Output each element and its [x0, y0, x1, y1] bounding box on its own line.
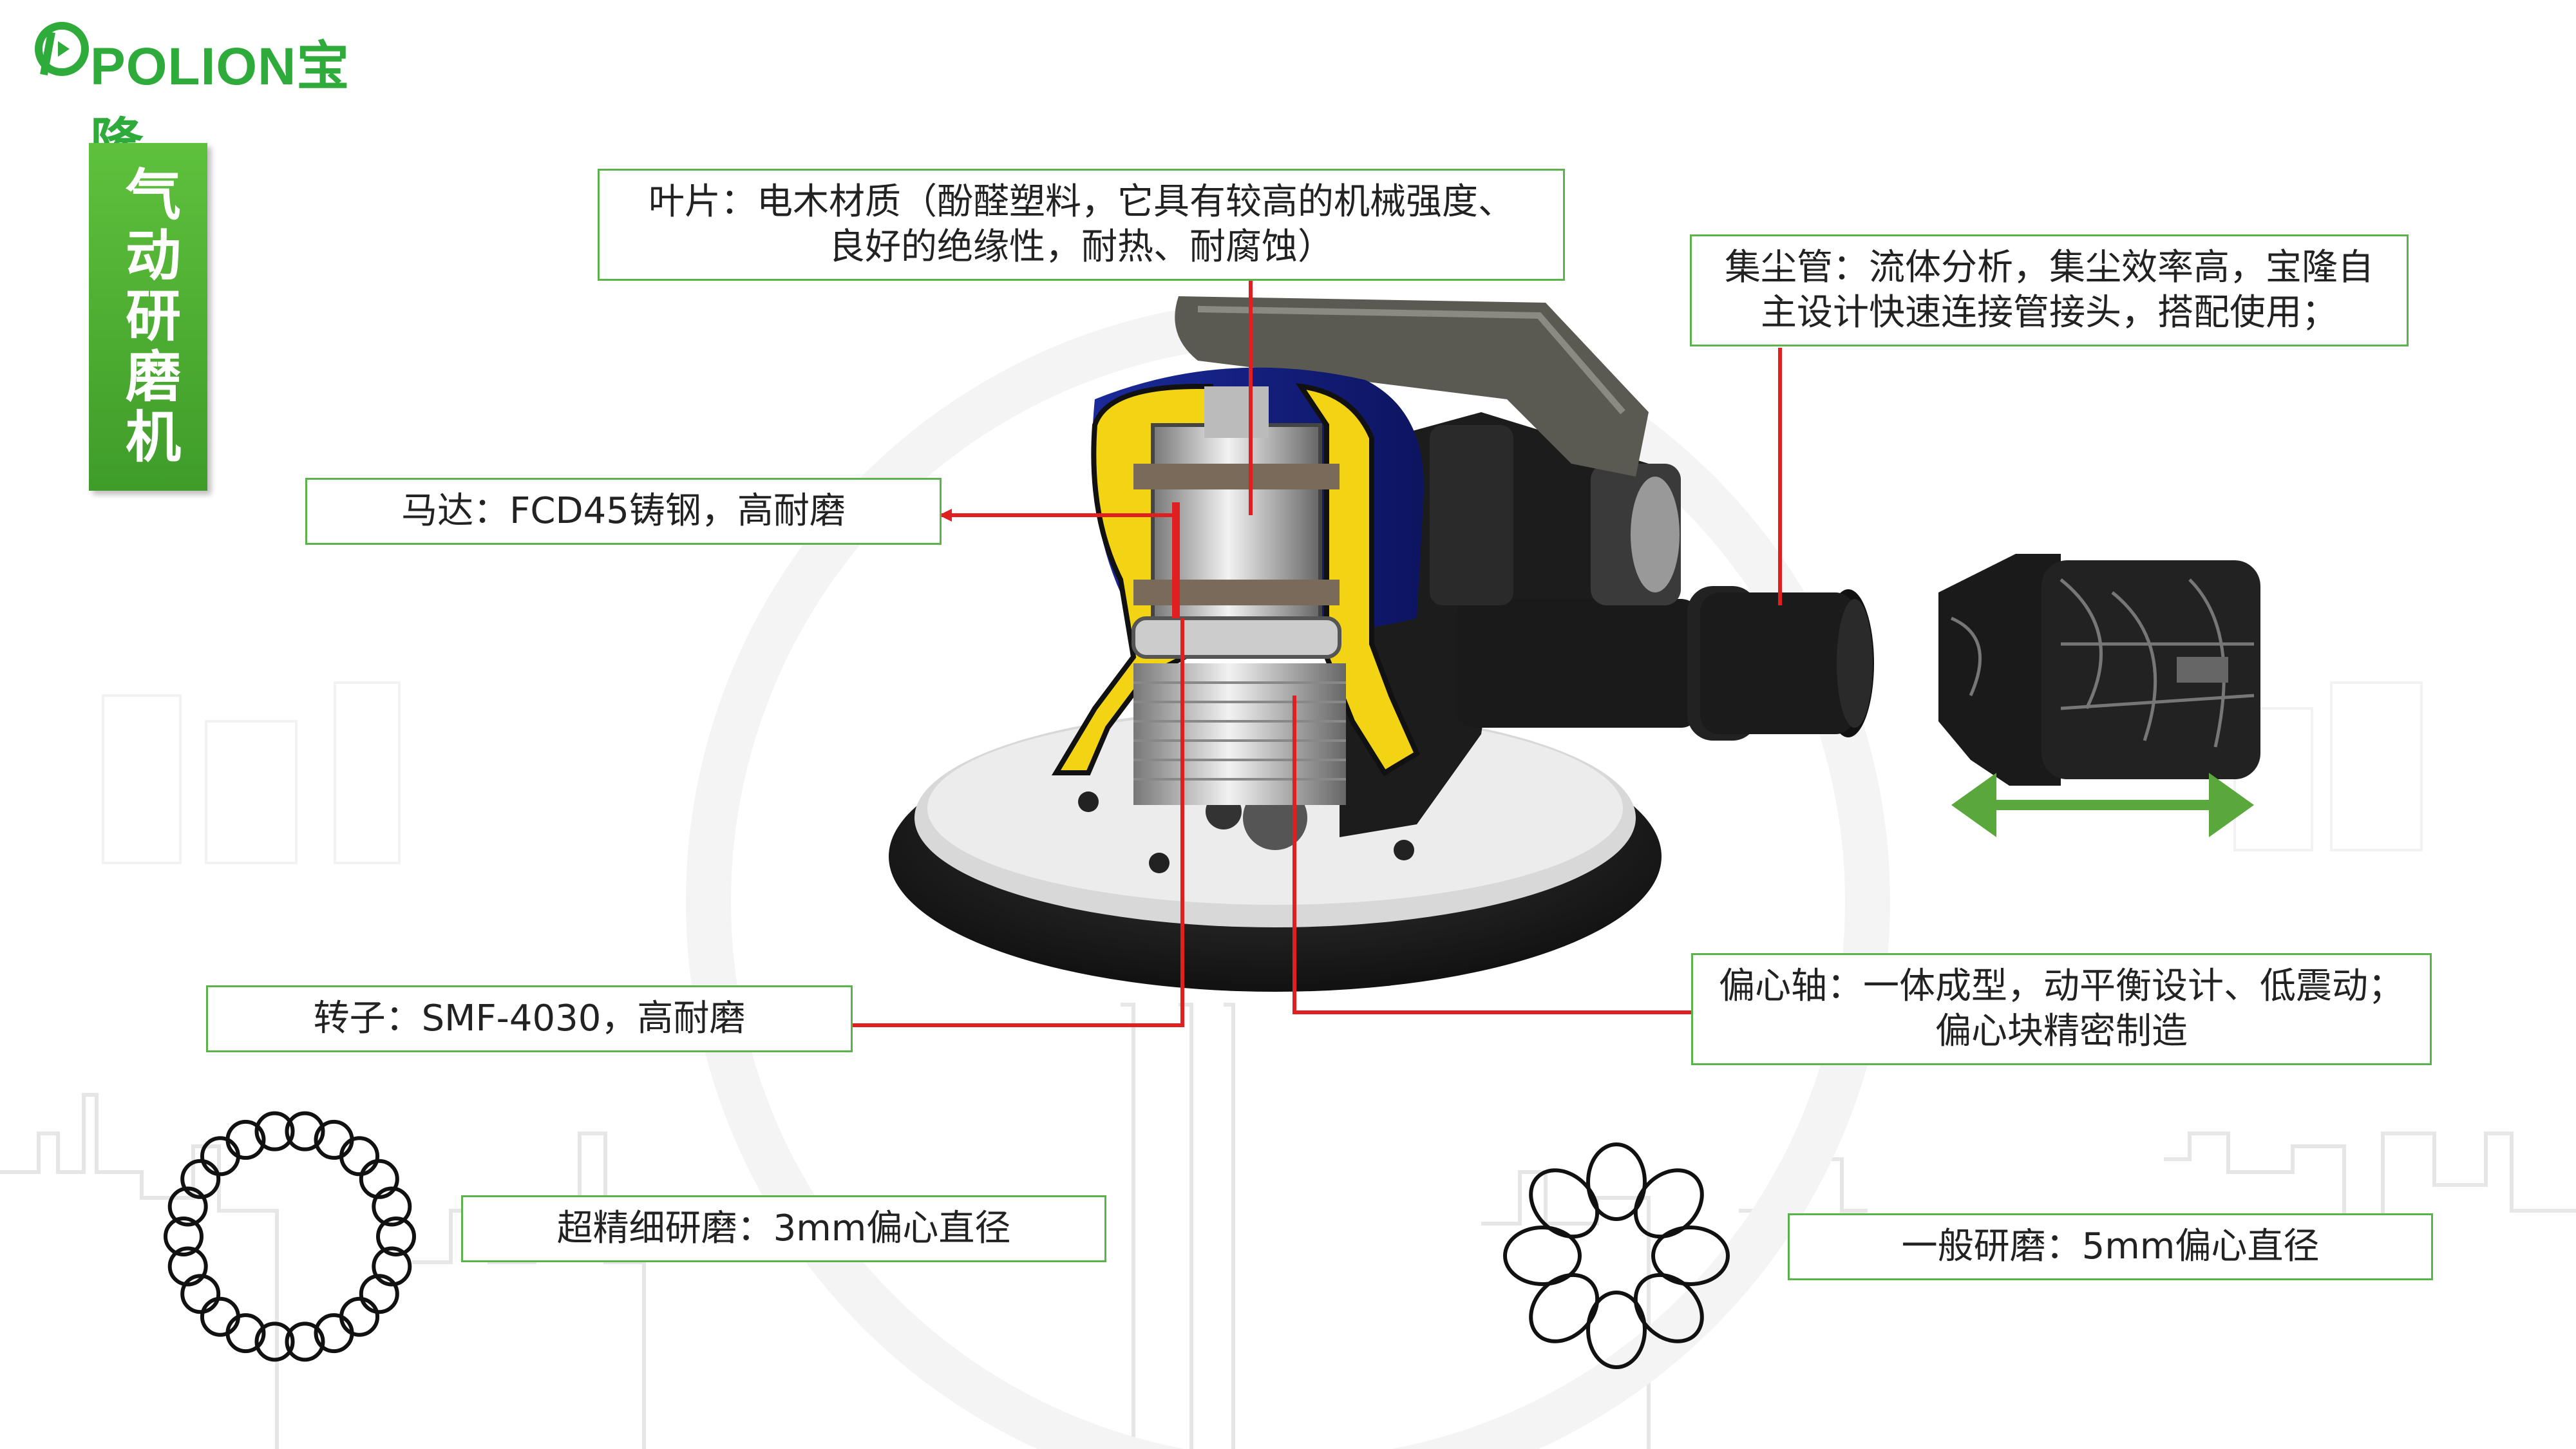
callout-dust-tube-line1: 集尘管：流体分析，集尘效率高，宝隆自 — [1725, 247, 2374, 289]
brand-name-latin: POLION — [90, 37, 297, 96]
orbit-loop-3mm — [200, 1136, 240, 1177]
orbit-loop-5mm — [1529, 1168, 1600, 1239]
orbit-loop-3mm — [180, 1274, 221, 1314]
orbit-loop-3mm — [376, 1217, 416, 1256]
page-title-box: 气动研磨机 — [89, 143, 207, 491]
orbit-loop-3mm — [359, 1159, 399, 1199]
orbit-loop-3mm — [285, 1321, 325, 1362]
callout-general-grinding-text: 一般研磨：5mm偏心直径 — [1901, 1226, 2320, 1267]
orbit-loop-5mm — [1633, 1273, 1704, 1343]
orbit-loop-5mm — [1503, 1226, 1582, 1286]
orbit-loop-5mm — [1651, 1226, 1730, 1286]
orbit-loop-3mm — [314, 1313, 354, 1354]
callout-eccentric-shaft: 偏心轴：一体成型，动平衡设计、低震动； 偏心块精密制造 — [1691, 953, 2432, 1065]
callout-motor: 马达：FCD45铸钢，高耐磨 — [305, 478, 942, 545]
orbit-loop-3mm — [164, 1217, 204, 1256]
callout-blade-line2: 良好的绝缘性，耐热、耐腐蚀） — [829, 226, 1334, 268]
orbit-loop-3mm — [372, 1246, 412, 1287]
orbit-loop-3mm — [339, 1136, 380, 1177]
orbit-loop-3mm — [359, 1274, 399, 1314]
orbit-pattern-3mm-icon — [164, 1111, 416, 1362]
orbit-loop-5mm — [1586, 1291, 1647, 1369]
callout-dust-tube-line2: 主设计快速连接管接头，搭配使用； — [1761, 292, 2338, 334]
callout-fine-grinding: 超精细研磨：3mm偏心直径 — [461, 1195, 1106, 1262]
orbit-loop-3mm — [167, 1186, 208, 1227]
orbit-loop-3mm — [285, 1111, 325, 1151]
callout-fine-grinding-text: 超精细研磨：3mm偏心直径 — [556, 1208, 1011, 1249]
throttle-lever — [1175, 296, 1649, 477]
logo-mark-icon — [35, 22, 89, 76]
orbit-loop-3mm — [225, 1119, 266, 1160]
callout-rotor-text: 转子：SMF-4030，高耐磨 — [313, 998, 746, 1039]
callout-dust-tube: 集尘管：流体分析，集尘效率高，宝隆自 主设计快速连接管接头，搭配使用； — [1690, 234, 2409, 346]
callout-general-grinding: 一般研磨：5mm偏心直径 — [1788, 1213, 2433, 1280]
callout-eccentric-shaft-line2: 偏心块精密制造 — [1935, 1010, 2188, 1052]
callout-blade-line1: 叶片：电木材质（酚醛塑料，它具有较高的机械强度、 — [649, 181, 1514, 223]
orbit-loop-3mm — [254, 1321, 295, 1362]
callout-rotor: 转子：SMF-4030，高耐磨 — [206, 985, 853, 1052]
brand-logo: POLION宝隆 — [32, 17, 367, 173]
callout-eccentric-shaft-line1: 偏心轴：一体成型，动平衡设计、低震动； — [1719, 965, 2404, 1007]
orbit-loop-3mm — [254, 1111, 295, 1151]
page-title: 气动研磨机 — [115, 166, 180, 468]
orbit-loop-5mm — [1529, 1273, 1600, 1343]
brand-name: POLION宝隆 — [90, 23, 367, 176]
orbit-loop-3mm — [372, 1186, 412, 1227]
orbit-loop-3mm — [180, 1159, 221, 1199]
callout-blade: 叶片：电木材质（酚醛塑料，它具有较高的机械强度、 良好的绝缘性，耐热、耐腐蚀） — [598, 169, 1565, 281]
orbit-pattern-5mm-icon — [1503, 1142, 1730, 1369]
orbit-loop-3mm — [200, 1296, 240, 1337]
orbit-loop-5mm — [1633, 1168, 1704, 1239]
orbit-loop-5mm — [1586, 1142, 1647, 1221]
callout-motor-text: 马达：FCD45铸钢，高耐磨 — [401, 490, 846, 532]
orbit-loop-3mm — [167, 1246, 208, 1287]
orbit-loop-3mm — [339, 1296, 380, 1337]
